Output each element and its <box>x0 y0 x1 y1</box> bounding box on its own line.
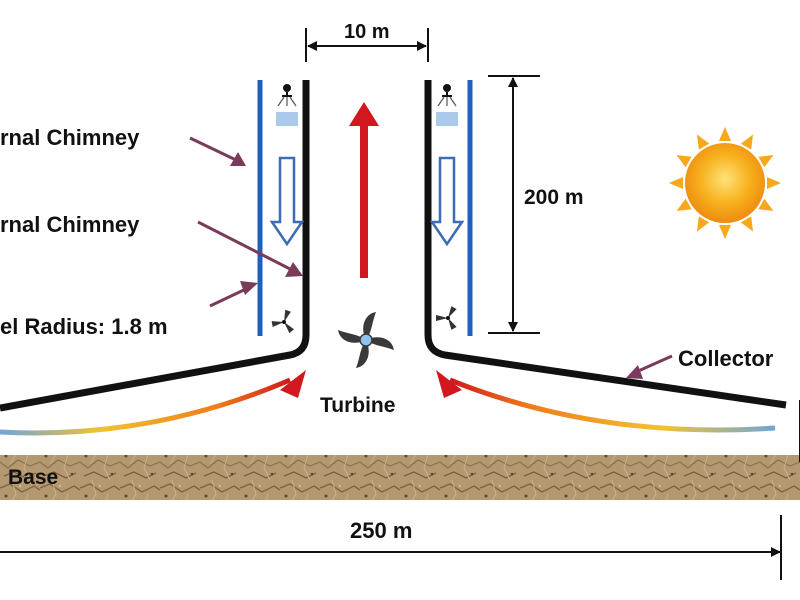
sun-icon <box>669 127 781 239</box>
chimney-width-dimension: 10 m <box>305 21 429 62</box>
radius-pointer <box>209 281 258 308</box>
right-collector-wall <box>424 80 787 409</box>
base-label: Base <box>8 466 58 489</box>
outer-chimney-pointer <box>189 136 246 166</box>
radius-label: el Radius: 1.8 m <box>0 314 168 339</box>
collector-pointer <box>626 354 673 379</box>
left-downdraft-arrow <box>269 156 305 247</box>
inner-chimney-label: rnal Chimney <box>0 212 140 237</box>
left-airflow-streak <box>0 377 291 436</box>
left-airflow-arrowhead <box>280 370 306 398</box>
turbine-fan-icon <box>338 312 394 368</box>
updraft-arrow <box>349 102 379 278</box>
turbine-label: Turbine <box>320 394 395 417</box>
left-collector-wall <box>0 80 310 412</box>
ground-base <box>0 455 800 500</box>
right-airflow-streak <box>449 377 776 433</box>
inner-chimney-pointer <box>197 220 303 277</box>
small-fan-icon <box>271 309 295 334</box>
outer-chimney-label: rnal Chimney <box>0 125 140 150</box>
small-fan-icon <box>436 306 457 330</box>
chimney-height-label: 200 m <box>524 186 584 209</box>
base-width-dimension: 250 m <box>0 515 782 580</box>
water-sprayer-icon <box>276 84 298 126</box>
chimney-width-label: 10 m <box>344 21 390 43</box>
right-downdraft-arrow <box>429 156 465 247</box>
right-airflow-arrowhead <box>436 370 462 398</box>
chimney-height-dimension: 200 m <box>488 75 584 334</box>
base-width-label: 250 m <box>350 518 412 543</box>
water-sprayer-icon <box>436 84 458 126</box>
collector-label: Collector <box>678 346 774 371</box>
